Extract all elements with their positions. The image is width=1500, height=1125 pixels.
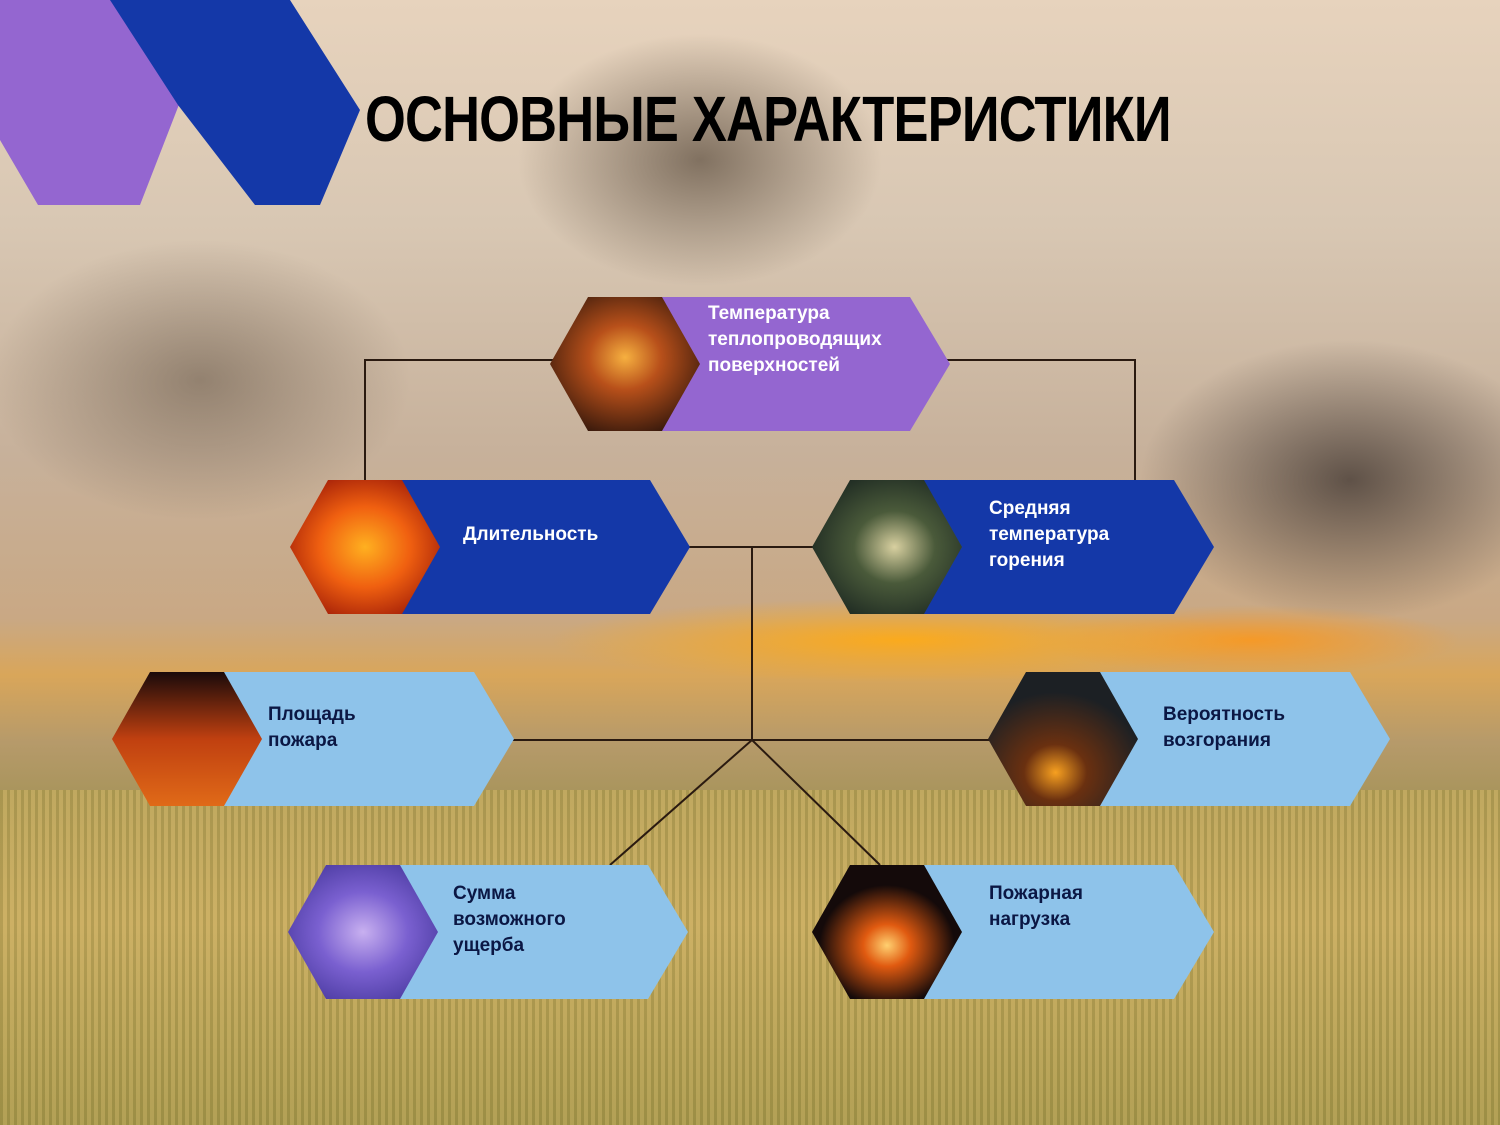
flames-icon: [290, 480, 440, 614]
label-band: [1100, 672, 1390, 806]
bonfire-icon: [812, 865, 962, 999]
label-band: [924, 480, 1214, 614]
decorative-hexagons: [0, 0, 370, 205]
forest-fire-icon: [812, 480, 962, 614]
node-label: Длительность: [463, 524, 599, 545]
label-band: [660, 297, 950, 431]
label-band: [924, 865, 1214, 999]
label-band: [224, 672, 514, 806]
label-band: [398, 865, 688, 999]
background-grass-field: [0, 790, 1500, 1125]
embers-icon: [112, 672, 262, 806]
node-duration[interactable]: Длительность: [290, 480, 690, 614]
label-band: [400, 480, 690, 614]
slide-title: ОСНОВНЫЕ ХАРАКТЕРИСТИКИ: [365, 83, 1172, 155]
purple-smoke-icon: [288, 865, 438, 999]
campfire-icon: [988, 672, 1138, 806]
burning-building-icon: [550, 297, 700, 431]
